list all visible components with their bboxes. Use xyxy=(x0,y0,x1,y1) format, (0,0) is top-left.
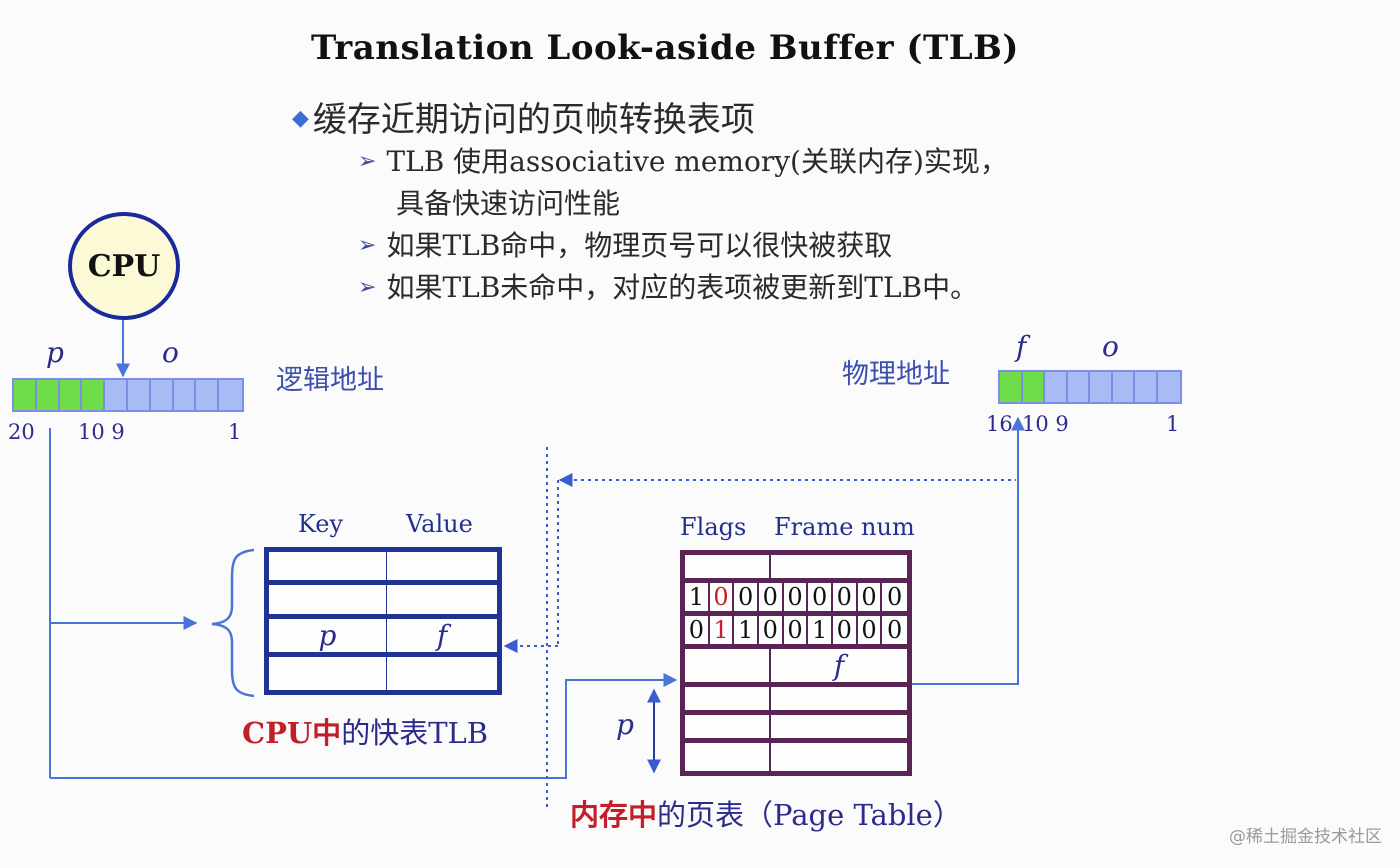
tlb-entry-value: f xyxy=(436,618,448,652)
register-bit-cell xyxy=(105,380,128,410)
bit-cell: 0 xyxy=(784,583,809,611)
physical-address-register xyxy=(998,370,1182,404)
main-bullet: ◆缓存近期访问的页帧转换表项 xyxy=(292,92,755,141)
bit-cell: 1 xyxy=(808,616,833,644)
register-bit-cell xyxy=(36,380,60,410)
logical-bit-1: 1 xyxy=(228,420,242,444)
bit-cell: 0 xyxy=(759,583,784,611)
tlb-value-header: Value xyxy=(406,510,473,538)
page-table-frame-entry: f xyxy=(833,649,845,682)
physical-bit-10-9: 10 9 xyxy=(1022,412,1069,436)
bit-cell: 0 xyxy=(685,616,710,644)
register-bit-cell xyxy=(1045,372,1068,402)
page-table-bit-row: 1 0 0 0 0 0 0 0 0 xyxy=(685,583,907,616)
tlb-caption-highlight: CPU中 xyxy=(242,716,342,750)
register-bit-cell xyxy=(1000,372,1023,402)
page-table-flags-header: Flags xyxy=(680,513,747,541)
page-table-row xyxy=(685,715,907,743)
page-table: 1 0 0 0 0 0 0 0 0 0 1 1 0 0 1 0 0 0 f xyxy=(680,550,912,776)
logical-p-label: p xyxy=(46,336,64,369)
logical-o-label: o xyxy=(162,336,179,369)
watermark: @稀土掘金技术社区 xyxy=(1229,827,1382,847)
register-bit-cell xyxy=(82,380,106,410)
arrow-bullet-icon: ➢ xyxy=(358,275,377,300)
tlb-row xyxy=(269,656,497,690)
sub-bullet-2-text: 如果TLB命中，物理页号可以很快被获取 xyxy=(386,229,893,262)
page-table-caption-text: 的页表（Page Table） xyxy=(657,798,962,832)
sub-bullet-1: ➢ TLB 使用associative memory(关联内存)实现， xyxy=(358,140,1008,180)
register-bit-cell xyxy=(219,380,242,410)
bit-cell: 0 xyxy=(833,616,858,644)
bit-cell: 0 xyxy=(833,583,858,611)
logical-address-label: 逻辑地址 xyxy=(276,365,384,396)
bit-cell: 1 xyxy=(734,616,759,644)
physical-bit-16: 16 xyxy=(986,412,1013,436)
physical-bit-1: 1 xyxy=(1166,412,1180,436)
tlb-caption: CPU中的快表TLB xyxy=(242,710,488,752)
tlb-table: p f xyxy=(264,547,502,695)
sub-bullet-3-text: 如果TLB未命中，对应的表项被更新到TLB中。 xyxy=(386,271,979,304)
sub-bullet-1-line2: 具备快速访问性能 xyxy=(396,187,621,220)
slide-title: Translation Look-aside Buffer (TLB) xyxy=(310,28,1020,68)
bit-cell: 0 xyxy=(858,616,883,644)
register-bit-cell xyxy=(14,380,37,410)
logical-address-register xyxy=(12,378,244,412)
bit-cell: 0 xyxy=(887,616,903,644)
page-table-frame-row: f xyxy=(685,649,907,687)
page-table-row xyxy=(685,687,907,715)
page-table-bit-row: 0 1 1 0 0 1 0 0 0 xyxy=(685,616,907,649)
register-bit-cell xyxy=(127,380,151,410)
page-table-caption-highlight: 内存中 xyxy=(570,798,658,832)
register-bit-cell xyxy=(1112,372,1135,402)
page-table-caption: 内存中的页表（Page Table） xyxy=(570,792,962,834)
register-bit-cell xyxy=(173,380,197,410)
sub-bullet-1-line1: TLB 使用associative memory(关联内存)实现， xyxy=(386,145,1008,178)
tlb-entry-key: p xyxy=(269,618,387,652)
register-bit-cell xyxy=(1090,372,1113,402)
bit-cell: 0 xyxy=(710,583,735,611)
tlb-row xyxy=(269,552,497,586)
page-table-row xyxy=(685,743,907,771)
register-bit-cell xyxy=(1157,372,1180,402)
physical-address-label: 物理地址 xyxy=(842,359,950,390)
register-bit-cell xyxy=(196,380,220,410)
bit-cell: 0 xyxy=(887,583,903,611)
register-bit-cell xyxy=(59,380,83,410)
register-bit-cell xyxy=(1022,372,1045,402)
arrow-bullet-icon: ➢ xyxy=(358,149,377,174)
physical-o-label: o xyxy=(1102,330,1119,363)
main-bullet-text: 缓存近期访问的页帧转换表项 xyxy=(312,100,755,140)
logical-bit-20: 20 xyxy=(8,420,35,444)
bit-cell: 0 xyxy=(858,583,883,611)
bit-cell: 0 xyxy=(808,583,833,611)
arrow-bullet-icon: ➢ xyxy=(358,233,377,258)
p-to-page-table-line xyxy=(50,673,678,779)
bit-cell: 0 xyxy=(784,616,809,644)
register-bit-cell xyxy=(1067,372,1090,402)
bit-cell: 0 xyxy=(759,616,784,644)
bit-cell: 1 xyxy=(685,583,710,611)
page-table-row xyxy=(685,555,907,583)
tlb-row xyxy=(269,585,497,619)
bit-cell: 1 xyxy=(710,616,735,644)
sub-bullet-3: ➢ 如果TLB未命中，对应的表项被更新到TLB中。 xyxy=(358,266,978,306)
physical-f-label: f xyxy=(1016,330,1027,363)
sub-bullet-2: ➢ 如果TLB命中，物理页号可以很快被获取 xyxy=(358,224,892,264)
tlb-row: p f xyxy=(269,618,497,657)
page-table-frame-header: Frame num xyxy=(774,513,915,541)
cpu-circle: CPU xyxy=(68,212,180,320)
diamond-bullet-icon: ◆ xyxy=(292,106,309,131)
logical-bit-10-9: 10 9 xyxy=(78,420,125,444)
bit-cell: 0 xyxy=(734,583,759,611)
frame-to-physical-line xyxy=(912,416,1025,685)
tlb-key-header: Key xyxy=(298,510,344,538)
tlb-caption-text: 的快表TLB xyxy=(341,716,489,750)
page-table-p-label: p xyxy=(616,708,634,741)
register-bit-cell xyxy=(150,380,174,410)
register-bit-cell xyxy=(1135,372,1158,402)
tlb-brace-icon xyxy=(211,548,255,698)
